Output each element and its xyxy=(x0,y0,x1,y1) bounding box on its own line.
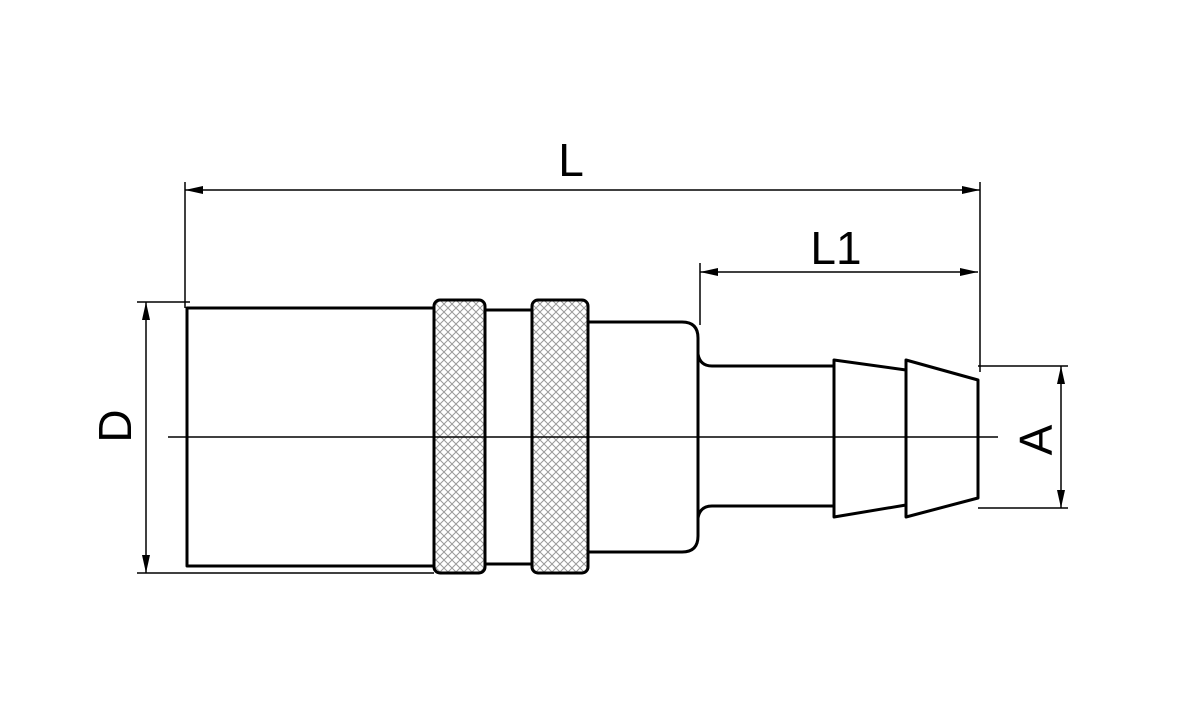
dimension-label-l1: L1 xyxy=(810,222,861,274)
dimension-barb-diameter: A xyxy=(978,365,1068,509)
dimension-label-a: A xyxy=(1010,424,1062,455)
dimension-label-l: L xyxy=(558,134,584,186)
barb-ridge-2 xyxy=(904,358,980,519)
dimension-overall-length: L xyxy=(184,134,981,372)
barb-ridge-1 xyxy=(832,358,908,519)
dimension-outer-diameter: D xyxy=(89,301,434,574)
hose-barb-stem xyxy=(696,352,838,520)
dimension-barb-length: L1 xyxy=(699,222,978,325)
dimension-label-d: D xyxy=(89,409,141,442)
